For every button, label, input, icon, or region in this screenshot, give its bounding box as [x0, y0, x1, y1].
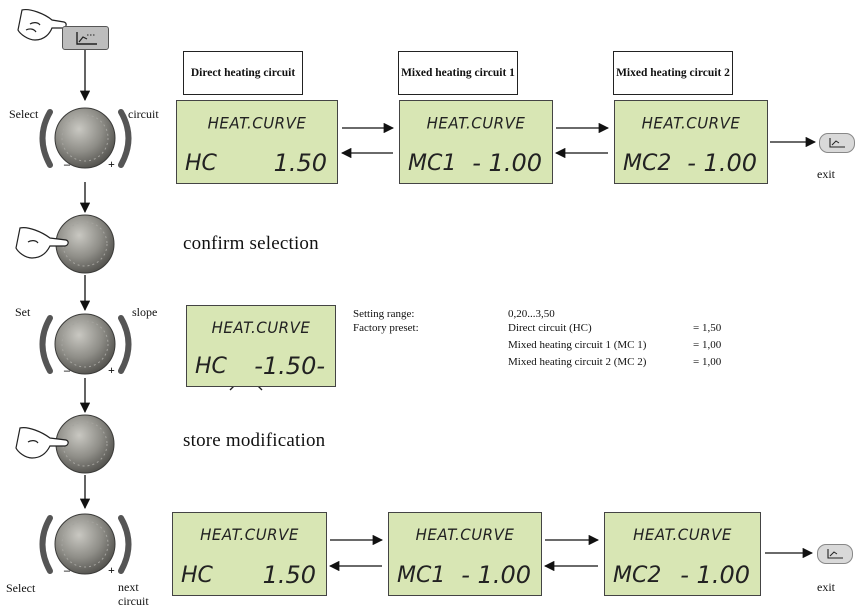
- lcd-value: - 1.00: [680, 561, 750, 589]
- lcd-screen-hc-bottom: HEAT.CURVE HC 1.50: [172, 512, 327, 596]
- rotary-knob-icon: [39, 107, 132, 169]
- step3-left-label: Set: [15, 305, 31, 319]
- knob1-plus: +: [108, 157, 115, 171]
- bottom-row-arrows: [328, 534, 814, 572]
- heat-curve-button[interactable]: [62, 26, 109, 50]
- exit-button[interactable]: [819, 133, 855, 153]
- lcd-value: -1.50-: [254, 352, 325, 380]
- step1-left-label: Select: [9, 107, 39, 121]
- setting-range-label: Setting range:: [353, 308, 415, 320]
- lcd-screen-mc2-bottom: HEAT.CURVE MC2 - 1.00: [604, 512, 761, 596]
- lcd-code: HC: [181, 563, 213, 588]
- step1-right-label: circuit: [128, 107, 159, 121]
- knob5-minus: –: [64, 563, 70, 577]
- exit-label: exit: [817, 167, 835, 181]
- exit-label: exit: [817, 580, 835, 594]
- knob3-minus: –: [64, 363, 70, 377]
- knob3-plus: +: [108, 363, 115, 377]
- lcd-title: HEAT.CURVE: [415, 525, 515, 545]
- store-modification-label: store modification: [183, 430, 326, 451]
- header-label: Direct heating circuit: [190, 67, 296, 79]
- header-direct-heating: Direct heating circuit: [183, 51, 303, 95]
- lcd-screen-mc1: HEAT.CURVE MC1 - 1.00: [399, 100, 553, 184]
- preset-name: Mixed heating circuit 1 (MC 1): [508, 339, 647, 351]
- lcd-screen-hc: HEAT.CURVE HC 1.50: [176, 100, 338, 184]
- heat-curve-icon: [827, 549, 843, 559]
- factory-preset-label: Factory preset:: [353, 322, 419, 334]
- lcd-screen-mc2: HEAT.CURVE MC2 - 1.00: [614, 100, 768, 184]
- lcd-code: HC: [195, 354, 227, 379]
- lcd-title: HEAT.CURVE: [200, 525, 299, 545]
- lcd-value: - 1.00: [687, 149, 757, 177]
- lcd-code: MC1: [397, 563, 446, 588]
- setting-range-value: 0,20...3,50: [508, 308, 555, 320]
- heat-curve-icon: [75, 32, 97, 45]
- knob1-minus: –: [64, 157, 70, 171]
- lcd-title: HEAT.CURVE: [641, 113, 741, 133]
- lcd-screen-set-slope: HEAT.CURVE HC -1.50-: [186, 305, 336, 387]
- top-row-arrows: [340, 122, 817, 159]
- lcd-value: 1.50: [273, 149, 327, 177]
- pointing-hand-icon: [17, 9, 67, 41]
- heat-curve-icon: [829, 138, 845, 148]
- header-label: Mixed heating circuit 2: [616, 67, 730, 79]
- lcd-title: HEAT.CURVE: [207, 113, 307, 133]
- lcd-title: HEAT.CURVE: [633, 525, 732, 545]
- confirm-selection-label: confirm selection: [183, 233, 319, 254]
- step5-right-label: next circuit: [118, 580, 149, 608]
- preset-value: = 1,00: [693, 339, 722, 351]
- preset-name: Direct circuit (HC): [508, 322, 592, 334]
- lcd-code: MC2: [623, 151, 672, 176]
- header-mixed-2: Mixed heating circuit 2: [613, 51, 733, 95]
- rotary-knob-icon: [39, 313, 132, 375]
- preset-value: = 1,00: [693, 356, 722, 368]
- header-label: Mixed heating circuit 1: [401, 67, 515, 79]
- lcd-value: - 1.00: [461, 561, 531, 589]
- lcd-code: MC1: [408, 151, 457, 176]
- lcd-value: - 1.00: [472, 149, 542, 177]
- step3-right-label: slope: [132, 305, 158, 319]
- lcd-title: HEAT.CURVE: [426, 113, 526, 133]
- knob5-plus: +: [108, 563, 115, 577]
- lcd-title: HEAT.CURVE: [211, 318, 311, 338]
- pointing-hand-icon: [15, 227, 69, 259]
- lcd-value: 1.50: [262, 561, 316, 589]
- preset-name: Mixed heating circuit 2 (MC 2): [508, 356, 647, 368]
- step5-left-label: Select: [6, 581, 36, 595]
- lcd-code: HC: [185, 151, 217, 176]
- pointing-hand-icon: [15, 427, 69, 459]
- rotary-knob-icon: [39, 513, 132, 575]
- header-mixed-1: Mixed heating circuit 1: [398, 51, 518, 95]
- lcd-code: MC2: [613, 563, 662, 588]
- exit-button[interactable]: [817, 544, 853, 564]
- lcd-screen-mc1-bottom: HEAT.CURVE MC1 - 1.00: [388, 512, 542, 596]
- preset-value: = 1,50: [693, 322, 722, 334]
